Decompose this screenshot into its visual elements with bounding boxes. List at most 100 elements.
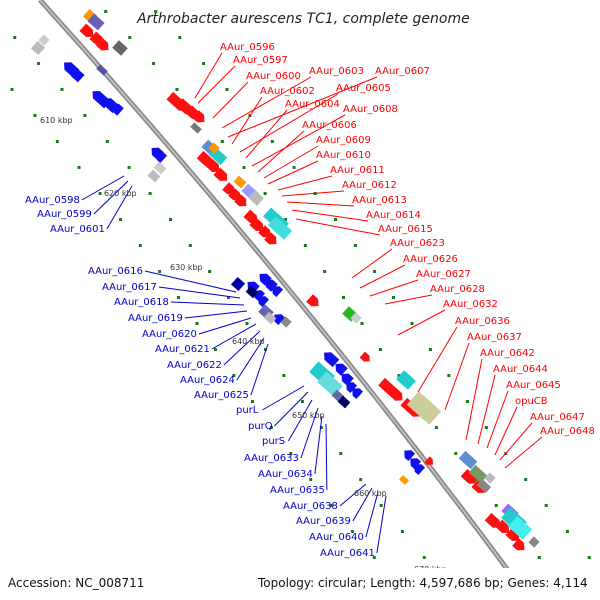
leader-line-red — [291, 209, 369, 222]
gc-dot — [379, 504, 383, 507]
gene-label-aaur_0639[interactable]: AAur_0639 — [296, 516, 351, 527]
gene-label-aaur_0610[interactable]: AAur_0610 — [316, 150, 371, 161]
gene-label-aaur_0637[interactable]: AAur_0637 — [467, 332, 522, 343]
gene-label-aaur_0626[interactable]: AAur_0626 — [403, 254, 458, 265]
leader-line-blue — [287, 399, 313, 442]
gc-dot — [397, 374, 401, 377]
gene-label-aaur_0621[interactable]: AAur_0621 — [155, 344, 210, 355]
gene-label-aaur_0628[interactable]: AAur_0628 — [430, 284, 485, 295]
gene-label-aaur_0616[interactable]: AAur_0616 — [88, 266, 143, 277]
forward-gene-arrow — [196, 150, 212, 166]
gc-dot — [282, 374, 286, 377]
gene-label-aaur_0596[interactable]: AAur_0596 — [220, 42, 275, 53]
gene-label-aaur_0603[interactable]: AAur_0603 — [309, 66, 364, 77]
gene-label-aaur_0599[interactable]: AAur_0599 — [37, 209, 92, 220]
gene-label-aaur_0607[interactable]: AAur_0607 — [375, 66, 430, 77]
gene-label-aaur_0617[interactable]: AAur_0617 — [102, 282, 157, 293]
gene-feature-box — [147, 169, 161, 183]
gene-feature-box — [528, 536, 540, 548]
footer-bg — [0, 568, 600, 600]
gene-label-aaur_0614[interactable]: AAur_0614 — [366, 210, 421, 221]
gc-dot — [119, 218, 123, 221]
leader-line-blue — [250, 343, 269, 396]
gene-label-aaur_0624[interactable]: AAur_0624 — [180, 375, 235, 386]
gene-label-aaur_0620[interactable]: AAur_0620 — [142, 329, 197, 340]
leader-line-blue — [198, 317, 252, 335]
reverse-gene-arrow — [341, 373, 354, 386]
leader-line-red — [231, 96, 263, 145]
gene-label-aaur_0608[interactable]: AAur_0608 — [343, 104, 398, 115]
gene-label-aaur_0641[interactable]: AAur_0641 — [320, 548, 375, 559]
leader-line-red — [281, 190, 345, 197]
gene-label-aaur_0618[interactable]: AAur_0618 — [114, 297, 169, 308]
leader-line-red — [486, 390, 509, 449]
gene-label-aaur_0625[interactable]: AAur_0625 — [194, 390, 249, 401]
leader-line-red — [194, 52, 223, 99]
gene-label-purs[interactable]: purS — [262, 436, 285, 447]
forward-gene-arrow — [228, 188, 241, 201]
leader-line-red — [351, 248, 393, 279]
gene-feature-box — [337, 395, 351, 409]
gene-label-aaur_0597[interactable]: AAur_0597 — [233, 55, 288, 66]
gene-label-aaur_0638[interactable]: AAur_0638 — [283, 501, 338, 512]
gene-label-aaur_0627[interactable]: AAur_0627 — [416, 269, 471, 280]
gene-feature-box — [263, 311, 277, 325]
accession-text: Accession: NC_008711 — [8, 576, 144, 590]
gene-label-aaur_0604[interactable]: AAur_0604 — [285, 99, 340, 110]
leader-line-blue — [81, 175, 125, 201]
gc-dot — [225, 88, 229, 91]
gene-label-aaur_0611[interactable]: AAur_0611 — [330, 165, 385, 176]
gc-dot — [391, 296, 395, 299]
gc-dot — [544, 504, 548, 507]
gc-dot — [60, 88, 64, 91]
gene-label-aaur_0640[interactable]: AAur_0640 — [309, 532, 364, 543]
gene-label-aaur_0644[interactable]: AAur_0644 — [493, 364, 548, 375]
gc-dot — [447, 374, 451, 377]
gene-label-purq[interactable]: purQ — [248, 421, 273, 432]
gene-label-aaur_0623[interactable]: AAur_0623 — [390, 238, 445, 249]
gene-label-aaur_0622[interactable]: AAur_0622 — [167, 360, 222, 371]
gene-label-aaur_0601[interactable]: AAur_0601 — [50, 224, 105, 235]
gene-label-aaur_0612[interactable]: AAur_0612 — [342, 180, 397, 191]
gene-label-aaur_0613[interactable]: AAur_0613 — [352, 195, 407, 206]
gene-label-aaur_0609[interactable]: AAur_0609 — [316, 135, 371, 146]
reverse-gene-arrow — [111, 103, 124, 116]
gene-label-aaur_0647[interactable]: AAur_0647 — [530, 412, 585, 423]
gc-dot — [353, 244, 357, 247]
reverse-gene-arrow — [259, 273, 272, 286]
gc-dot — [378, 348, 382, 351]
reverse-gene-arrow — [156, 152, 168, 164]
gene-label-opucb[interactable]: opuCB — [515, 396, 548, 407]
gene-feature-box — [38, 34, 50, 46]
gc-dot — [55, 140, 59, 143]
gene-label-aaur_0635[interactable]: AAur_0635 — [270, 485, 325, 496]
gene-label-aaur_0598[interactable]: AAur_0598 — [25, 195, 80, 206]
gene-label-aaur_0619[interactable]: AAur_0619 — [128, 313, 183, 324]
leader-line-blue — [314, 415, 323, 475]
gene-label-aaur_0636[interactable]: AAur_0636 — [455, 316, 510, 327]
gene-label-aaur_0602[interactable]: AAur_0602 — [260, 86, 315, 97]
gc-dot — [104, 10, 108, 13]
leader-line-red — [369, 279, 419, 297]
gc-dot — [323, 270, 327, 273]
gene-feature-box — [468, 464, 488, 484]
gc-dot — [188, 244, 192, 247]
gene-label-aaur_0634[interactable]: AAur_0634 — [258, 469, 313, 480]
gene-label-aaur_0633[interactable]: AAur_0633 — [244, 453, 299, 464]
gene-label-aaur_0606[interactable]: AAur_0606 — [302, 120, 357, 131]
gene-feature-box — [30, 40, 46, 56]
gene-label-aaur_0605[interactable]: AAur_0605 — [336, 83, 391, 94]
gene-label-aaur_0642[interactable]: AAur_0642 — [480, 348, 535, 359]
gene-label-purl[interactable]: purL — [236, 405, 259, 416]
leader-line-red — [384, 294, 433, 305]
leader-line-blue — [274, 391, 309, 427]
gene-label-aaur_0632[interactable]: AAur_0632 — [443, 299, 498, 310]
gene-label-aaur_0645[interactable]: AAur_0645 — [506, 380, 561, 391]
leader-line-red — [197, 65, 236, 104]
gc-dot — [303, 244, 307, 247]
gene-label-aaur_0615[interactable]: AAur_0615 — [378, 224, 433, 235]
gene-label-aaur_0648[interactable]: AAur_0648 — [540, 426, 595, 437]
gene-label-aaur_0600[interactable]: AAur_0600 — [246, 71, 301, 82]
